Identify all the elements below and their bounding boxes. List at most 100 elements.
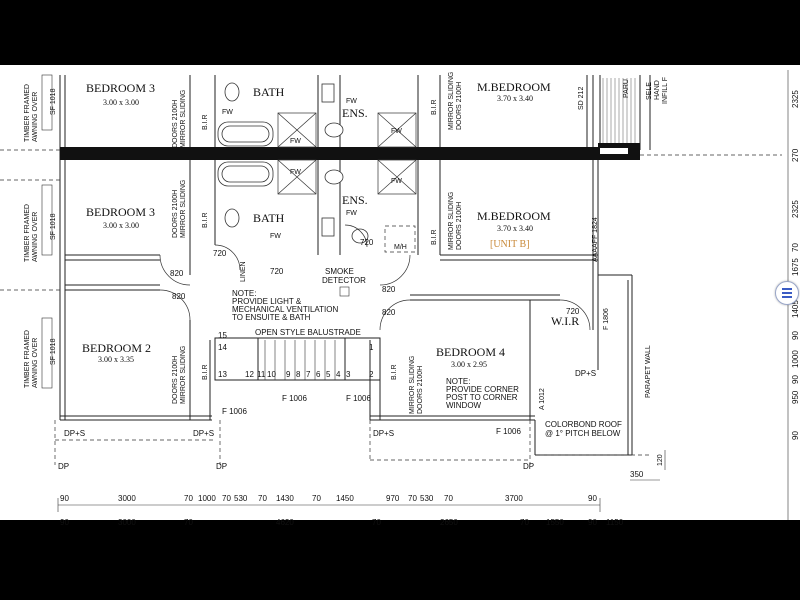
awning-windows	[41, 74, 53, 389]
sf1018-bottom: SF 1018	[50, 338, 57, 365]
room-size-bedroom3-top: 3.00 x 3.00	[103, 98, 139, 107]
f1806-label: F 1806	[603, 308, 610, 330]
dim-70-f: 70	[444, 494, 453, 503]
fw-5: FW	[290, 169, 301, 176]
balcony-railing	[602, 78, 636, 145]
stair-num-7: 7	[306, 370, 311, 379]
note-vent-line3: MECHANICAL VENTILATION	[232, 305, 338, 314]
stair-num-6: 6	[316, 370, 321, 379]
dp-a: DP	[58, 462, 69, 471]
paper-sheet	[0, 65, 782, 520]
dpps-d: DP+S	[575, 369, 596, 378]
paru-label: PARU	[623, 79, 630, 98]
dim-70-d: 70	[312, 494, 321, 503]
stair-num-5: 5	[326, 370, 331, 379]
window-f1006-c: F 1006	[346, 394, 371, 403]
window-f1006-b: F 1006	[282, 394, 307, 403]
room-size-bedroom2: 3.00 x 3.35	[98, 355, 134, 364]
timber-top-1: TIMBER FRAMED	[24, 84, 31, 142]
sd212-label: SD 212	[578, 87, 585, 110]
dim-530-a: 530	[234, 494, 248, 503]
fw-8: FW	[346, 210, 357, 217]
timber-bottom-1: TIMBER FRAMED	[24, 330, 31, 388]
rdim-1405: 1405	[791, 300, 800, 318]
dim-90-a: 90	[60, 494, 69, 503]
roof-line-band	[60, 147, 640, 160]
smoke-detector-icon	[339, 286, 350, 297]
room-label-ens-mid: ENS.	[342, 193, 368, 207]
mirror-bed4-1: MIRROR SLIDING	[409, 356, 416, 414]
room-label-bedroom4: BEDROOM 4	[436, 345, 505, 359]
sele-label-1: SELE	[646, 82, 653, 100]
rdim-2325-a: 2325	[791, 90, 800, 108]
dim2-1150: 1150	[606, 518, 624, 527]
door-820-a: 820	[170, 269, 184, 278]
note-vent-line1: NOTE:	[232, 289, 256, 298]
dim-1450: 1450	[336, 494, 354, 503]
door-820-b: 820	[172, 292, 186, 301]
smoke-label-1: SMOKE	[325, 267, 354, 276]
showers	[277, 112, 417, 195]
a1012-label: A 1012	[539, 388, 546, 410]
mirror-mid-1: MIRROR SLIDING	[448, 192, 455, 250]
dim2-70-c: 70	[520, 518, 529, 527]
note-vent-line2: PROVIDE LIGHT &	[232, 297, 302, 306]
aaaaff-label: AAAAFF 1824	[592, 217, 599, 262]
menu-icon-bars	[782, 288, 792, 298]
band-end-gap	[600, 148, 628, 154]
stair-num-12: 12	[245, 370, 254, 379]
dim-1430: 1430	[276, 494, 294, 503]
door-820-d: 820	[382, 308, 396, 317]
dpps-c: DP+S	[373, 429, 394, 438]
note-corner-line3: POST TO CORNER	[446, 393, 518, 402]
stair-num-11: 11	[257, 370, 266, 379]
room-size-mbedroom-top: 3.70 x 3.40	[497, 94, 533, 103]
dp-b: DP	[216, 462, 227, 471]
note-corner-line1: NOTE:	[446, 377, 470, 386]
mirror-top-1: MIRROR SLIDING	[448, 72, 455, 130]
window-f1006-a: F 1006	[222, 407, 247, 416]
room-label-bath-mid: BATH	[253, 211, 285, 225]
timber-top-2: AWNING OVER	[32, 92, 39, 142]
rdim-2325-b: 2325	[791, 200, 800, 218]
colorbond-label-2: @ 1° PITCH BELOW	[545, 429, 621, 438]
dim-70-b: 70	[222, 494, 231, 503]
dim2-70-b: 70	[372, 518, 381, 527]
door-720-c: 720	[360, 238, 374, 247]
rdim-1675: 1675	[791, 258, 800, 276]
room-label-bedroom3-mid: BEDROOM 3	[86, 205, 155, 219]
dim2-70-a: 70	[184, 518, 193, 527]
doors-mid-2: MIRROR SLIDING	[180, 180, 187, 238]
dp-c: DP	[523, 462, 534, 471]
rdim-90-c: 90	[791, 431, 800, 440]
dim2-4620: 4620	[276, 518, 294, 527]
dim2-90-b: 90	[588, 518, 597, 527]
rdim-1000: 1000	[791, 350, 800, 368]
doors-top-1: DOORS 2100H	[172, 100, 179, 148]
timber-mid-2: AWNING OVER	[32, 212, 39, 262]
door-720-d: 720	[566, 307, 580, 316]
rdim-90-b: 90	[791, 375, 800, 384]
bir-bottom-left: B.I.R	[202, 364, 209, 380]
bir-top-right: B.I.R	[431, 99, 438, 115]
bir-mid: B.I.R	[202, 212, 209, 228]
doors-top-2: MIRROR SLIDING	[180, 90, 187, 148]
room-size-bedroom3-mid: 3.00 x 3.00	[103, 221, 139, 230]
sf1018-mid: SF 1018	[50, 213, 57, 240]
dim-3700: 3700	[505, 494, 523, 503]
linen-label: LINEN	[240, 261, 247, 282]
dim2-1550: 1550	[546, 518, 564, 527]
menu-icon[interactable]	[775, 281, 799, 305]
fw-7: FW	[270, 233, 281, 240]
dim-1000: 1000	[198, 494, 216, 503]
dim2-2650: 2650	[440, 518, 458, 527]
dim-350: 350	[630, 470, 644, 479]
dpps-a: DP+S	[64, 429, 85, 438]
sele-label-2: HAND	[654, 80, 661, 100]
room-label-mbedroom-top: M.BEDROOM	[477, 80, 551, 94]
fw-3: FW	[346, 98, 357, 105]
bathtubs	[217, 121, 274, 187]
fixtures	[224, 82, 369, 244]
bir-top: B.I.R	[202, 114, 209, 130]
colorbond-label-1: COLORBOND ROOF	[545, 420, 622, 429]
